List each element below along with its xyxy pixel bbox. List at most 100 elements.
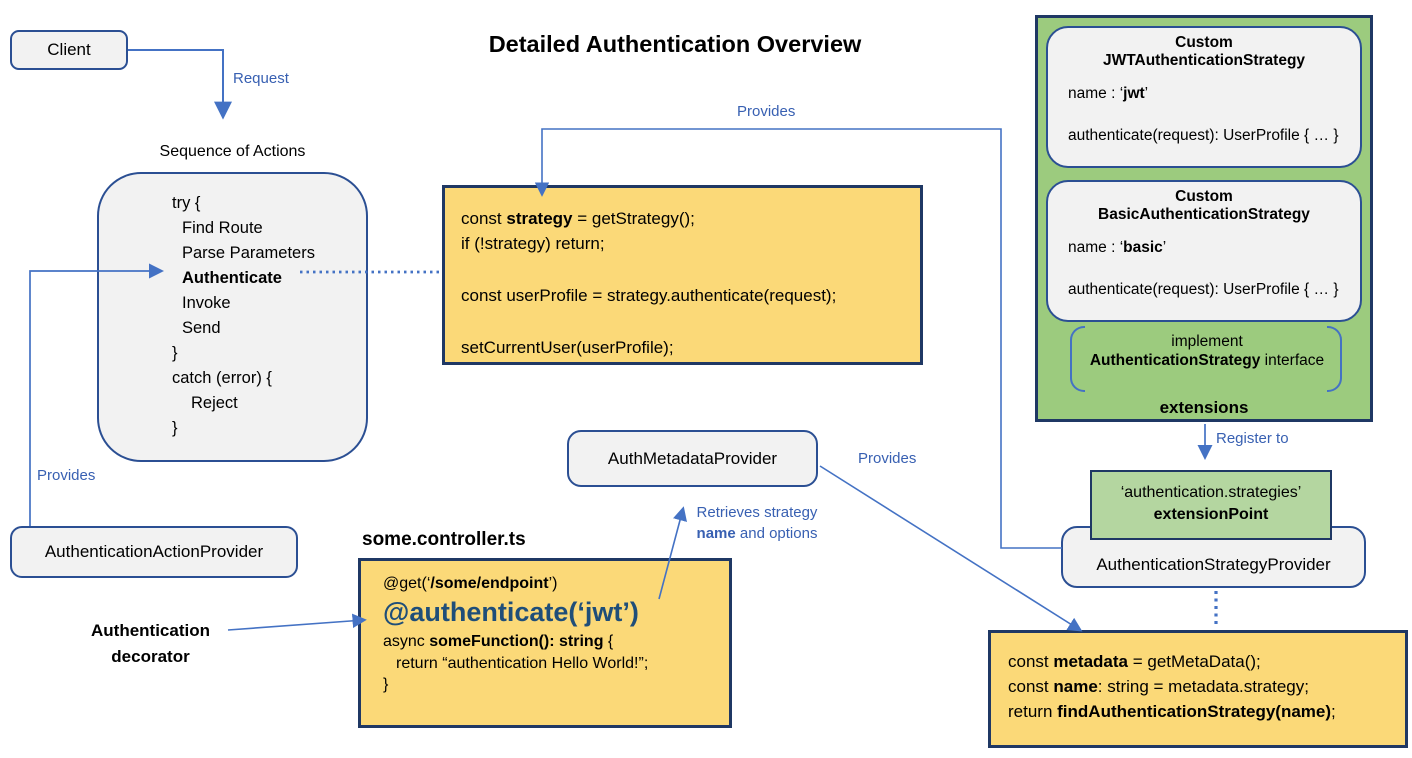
- decorator-label: Authentication decorator: [78, 618, 223, 670]
- code-text: const: [1008, 652, 1054, 671]
- code-text: return: [1008, 702, 1058, 721]
- retrieves-name-bold: name: [696, 525, 736, 542]
- controller-filename: some.controller.ts: [362, 529, 526, 550]
- ctrl-authenticate-decorator: @authenticate(‘jwt’): [383, 597, 639, 627]
- client-label: Client: [47, 40, 91, 59]
- implement-bold: AuthenticationStrategy: [1089, 352, 1261, 369]
- basic-method-line: authenticate(request): UserProfile { … }: [1068, 281, 1339, 298]
- basic-strategy-title: Custom BasicAuthenticationStrategy: [1048, 182, 1360, 224]
- provides-left-label: Provides: [37, 467, 96, 484]
- auth-metadata-provider-label: AuthMetadataProvider: [607, 448, 778, 468]
- provides-top-label: Provides: [737, 103, 796, 120]
- code-bold: someFunction(): string: [429, 633, 604, 650]
- code-line-strategy: const strategy = getStrategy();: [461, 206, 920, 231]
- name-pre: name : ‘: [1068, 85, 1124, 102]
- retrieves-line2: name and options: [682, 523, 832, 544]
- ctrl-return-line: return “authentication Hello World!”;: [396, 654, 649, 672]
- implement-line1: implement: [1171, 333, 1243, 350]
- seq-try: try {: [172, 194, 201, 212]
- code-text: const: [1008, 677, 1054, 696]
- sequence-title: Sequence of Actions: [159, 143, 306, 160]
- seq-parse-parameters: Parse Parameters: [182, 244, 315, 262]
- authentication-action-provider-box: AuthenticationActionProvider: [10, 526, 298, 578]
- jwt-strategy-title: Custom JWTAuthenticationStrategy: [1048, 28, 1360, 70]
- ctrl-get-line: @get(‘/some/endpoint’): [383, 573, 729, 594]
- retrieves-strategy-label: Retrieves strategy name and options: [682, 502, 832, 544]
- basic-strategy-box: Custom BasicAuthenticationStrategy name …: [1046, 180, 1362, 322]
- code-text: ’): [548, 575, 558, 592]
- metadata-provides-arrow: [819, 465, 1083, 632]
- request-label: Request: [233, 70, 289, 87]
- client-box: Client: [10, 30, 128, 70]
- left-bracket: [1070, 326, 1085, 392]
- code-text: : string = metadata.strategy;: [1097, 677, 1309, 696]
- extension-point-name: ‘authentication.strategies’: [1120, 484, 1302, 501]
- code-bold: findAuthenticationStrategy(name): [1057, 702, 1332, 721]
- seq-reject: Reject: [191, 394, 238, 412]
- jwt-method-line: authenticate(request): UserProfile { … }: [1068, 127, 1339, 144]
- code-line-return: return findAuthenticationStrategy(name);: [1008, 699, 1405, 724]
- code-text: ;: [1331, 702, 1336, 721]
- code-line-metadata: const metadata = getMetaData();: [1008, 649, 1405, 674]
- sequence-box: try { Find Route Parse Parameters Authen…: [97, 172, 368, 462]
- code-bold: /some/endpoint: [430, 575, 549, 592]
- authentication-action-provider-label: AuthenticationActionProvider: [44, 542, 264, 561]
- controller-code-box: @get(‘/some/endpoint’) @authenticate(‘jw…: [358, 558, 732, 728]
- code-text: {: [603, 633, 614, 650]
- name-post: ’: [1162, 239, 1167, 256]
- decorator-label-line1: Authentication: [91, 621, 210, 640]
- seq-find-route: Find Route: [182, 219, 263, 237]
- request-arrow: [128, 49, 232, 120]
- seq-catch: catch (error) {: [172, 369, 272, 387]
- extension-point-type: extensionPoint: [1153, 506, 1269, 523]
- seq-invoke: Invoke: [182, 294, 231, 312]
- basic-title-line1: Custom: [1175, 188, 1233, 205]
- retrieves-line1: Retrieves strategy: [696, 504, 818, 521]
- name-value: basic: [1123, 239, 1163, 256]
- code-line-if: if (!strategy) return;: [461, 234, 605, 253]
- auth-metadata-provider-box: AuthMetadataProvider: [567, 430, 818, 487]
- name-post: ’: [1144, 85, 1149, 102]
- authentication-strategy-provider-label: AuthenticationStrategyProvider: [1096, 555, 1331, 574]
- code-text: = getMetaData();: [1128, 652, 1261, 671]
- code-text: const: [461, 209, 507, 228]
- code-bold: name: [1053, 677, 1098, 696]
- seq-close-brace: }: [172, 344, 178, 362]
- code-bold: metadata: [1053, 652, 1128, 671]
- jwt-strategy-box: Custom JWTAuthenticationStrategy name : …: [1046, 26, 1362, 168]
- provides-amp-label: Provides: [858, 450, 917, 467]
- code-line-setcurrentuser: setCurrentUser(userProfile);: [461, 338, 674, 357]
- code-text: async: [383, 633, 430, 650]
- jwt-name-line: name : ‘jwt’: [1068, 85, 1148, 103]
- name-value: jwt: [1123, 85, 1145, 102]
- code-line-name: const name: string = metadata.strategy;: [1008, 674, 1405, 699]
- seq-authenticate: Authenticate: [182, 269, 282, 287]
- decorator-arrow: [227, 613, 367, 631]
- seq-send: Send: [182, 319, 221, 337]
- code-text: = getStrategy();: [572, 209, 695, 228]
- basic-title-line2: BasicAuthenticationStrategy: [1098, 206, 1310, 223]
- ctrl-close-brace: }: [383, 676, 389, 693]
- name-pre: name : ‘: [1068, 239, 1124, 256]
- metadata-code-box: const metadata = getMetaData(); const na…: [988, 630, 1408, 748]
- right-bracket: [1327, 326, 1342, 392]
- basic-name-line: name : ‘basic’: [1068, 239, 1166, 257]
- retrieves-rest: and options: [735, 525, 818, 542]
- extensions-footer: extensions: [1159, 398, 1249, 417]
- strategy-code-box: const strategy = getStrategy(); if (!str…: [442, 185, 923, 365]
- decorator-label-line2: decorator: [111, 647, 190, 666]
- implement-line2: AuthenticationStrategy interface: [1088, 351, 1326, 370]
- seq-close-brace-2: }: [172, 419, 178, 437]
- implement-note: implement AuthenticationStrategy interfa…: [1088, 332, 1326, 370]
- ctrl-function-line: async someFunction(): string {: [383, 631, 729, 653]
- code-text: @get(‘: [383, 575, 431, 592]
- jwt-title-line2: JWTAuthenticationStrategy: [1102, 52, 1306, 69]
- implement-rest: interface: [1260, 352, 1325, 369]
- jwt-title-line1: Custom: [1175, 34, 1233, 51]
- page-title: Detailed Authentication Overview: [488, 31, 862, 57]
- extensions-panel: Custom JWTAuthenticationStrategy name : …: [1035, 15, 1373, 422]
- code-bold: strategy: [506, 209, 573, 228]
- register-to-label: Register to: [1216, 430, 1289, 447]
- extension-point-box: ‘authentication.strategies’ extensionPoi…: [1090, 470, 1332, 540]
